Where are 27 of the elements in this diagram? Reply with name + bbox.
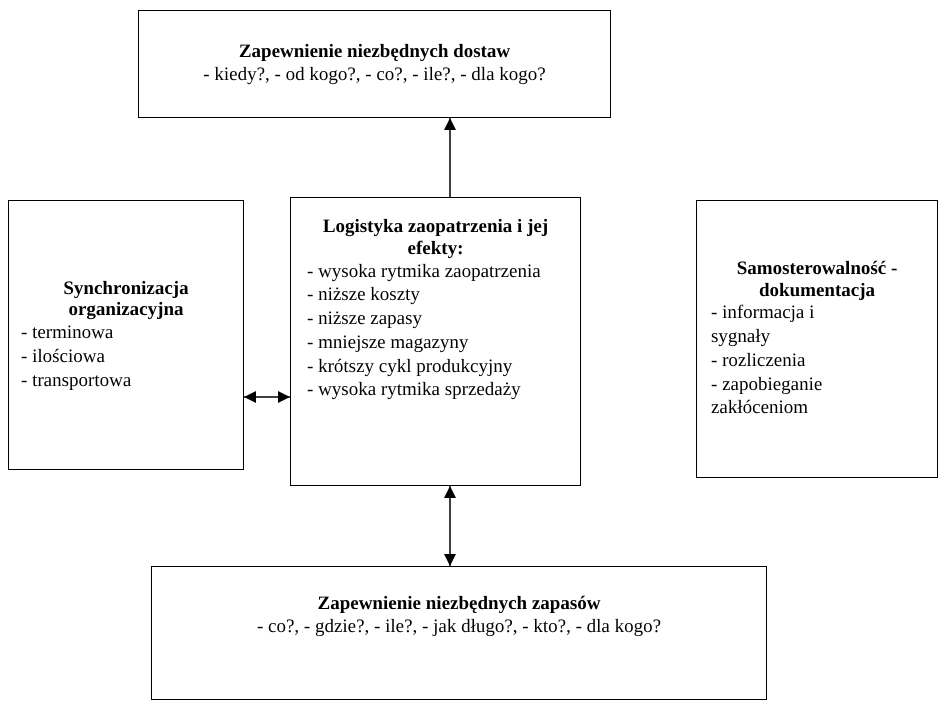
arrow	[444, 118, 456, 197]
arrow	[244, 391, 290, 403]
text-box	[290, 197, 581, 486]
list-item: - mniejsze magazyny	[306, 330, 470, 355]
text-box	[8, 200, 244, 470]
list-item: - terminowa	[20, 321, 114, 345]
list-item: - niższe zapasy	[306, 307, 423, 331]
text-box	[696, 200, 938, 478]
text-box	[138, 10, 611, 118]
box-heading: Logistyka zaopatrzenia i jej efekty:	[322, 216, 550, 260]
list-item: - zapobieganie zakłóceniom	[710, 372, 824, 420]
box-heading: Samosterowalność - dokumentacja	[736, 258, 898, 302]
list-item: - wysoka rytmika sprzedaży	[306, 378, 522, 402]
list-item: - ilościowa	[20, 344, 106, 369]
list-item: - transportowa	[20, 368, 132, 392]
box-heading: Zapewnienie niezbędnych dostaw	[238, 41, 512, 64]
list-item: - co?, - gdzie?, - ile?, - jak długo?, - kto?, - dla kogo?	[256, 614, 662, 639]
list-item: - kiedy?, - od kogo?, - co?, - ile?, - dla kogo?	[202, 63, 547, 87]
list-item: - rozliczenia	[710, 348, 806, 373]
text-box	[151, 566, 767, 700]
box-heading: Synchronizacja organizacyjna	[62, 278, 190, 322]
arrow	[444, 486, 456, 566]
list-item: - wysoka rytmika zaopatrzenia	[306, 260, 542, 284]
list-item: - niższe koszty	[306, 283, 421, 308]
list-item: - krótszy cykl produkcyjny	[306, 354, 514, 378]
list-item: - informacja i sygnały	[710, 301, 816, 349]
box-heading: Zapewnienie niezbędnych zapasów	[316, 593, 602, 615]
